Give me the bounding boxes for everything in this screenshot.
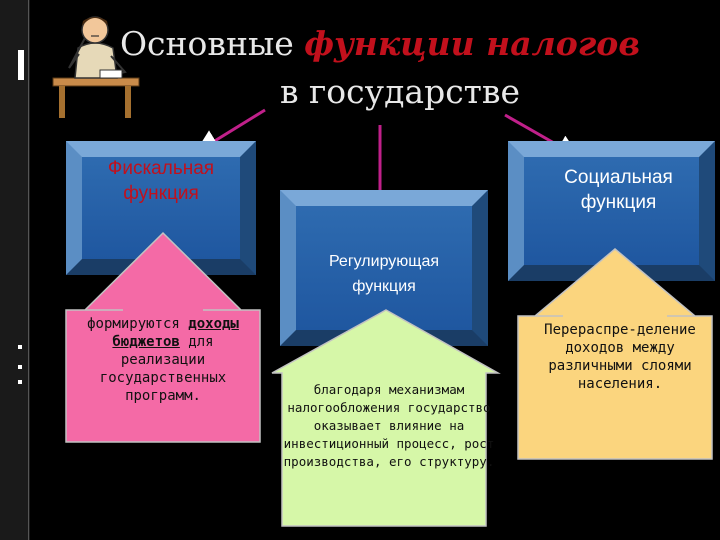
slide-title: Основные функции налогов в государстве bbox=[60, 20, 700, 116]
regulating-callout-arrow bbox=[271, 309, 501, 527]
decor-mark bbox=[18, 380, 22, 384]
fiscal-function-box: Фискальная функция bbox=[66, 141, 256, 275]
fiscal-description: формируются доходы бюджетов для реализац… bbox=[73, 315, 253, 405]
left-decor-line bbox=[28, 0, 29, 540]
fiscal-function-label: Фискальная функция bbox=[107, 158, 215, 204]
social-description: Перераспре-деление доходов между различн… bbox=[544, 322, 696, 392]
thinking-man-clipart bbox=[52, 16, 140, 118]
decor-mark bbox=[18, 345, 22, 349]
regulating-description: благодаря механизмам налогообложения гос… bbox=[283, 382, 495, 469]
social-callout-arrow bbox=[517, 248, 713, 460]
regulating-function-label: Регулирующая функция bbox=[328, 253, 440, 295]
left-decor-bar bbox=[0, 0, 30, 540]
fiscal-callout-arrow bbox=[65, 231, 261, 443]
social-function-label: Социальная функция bbox=[564, 167, 673, 213]
title-prefix: Основные bbox=[120, 24, 305, 63]
title-line-2: в государстве bbox=[279, 72, 521, 111]
social-function-box: Социальная функция bbox=[508, 141, 715, 281]
fiscal-desc-underlined: доходы бюджетов bbox=[112, 316, 239, 350]
title-line-1: Основные функции налогов bbox=[60, 20, 700, 68]
decor-mark bbox=[18, 365, 22, 369]
fiscal-desc-before: формируются bbox=[87, 316, 189, 332]
title-highlight: функции налогов bbox=[304, 24, 640, 63]
fiscal-desc-after: для реализации государственных программ. bbox=[99, 334, 227, 404]
decor-mark bbox=[18, 50, 24, 80]
